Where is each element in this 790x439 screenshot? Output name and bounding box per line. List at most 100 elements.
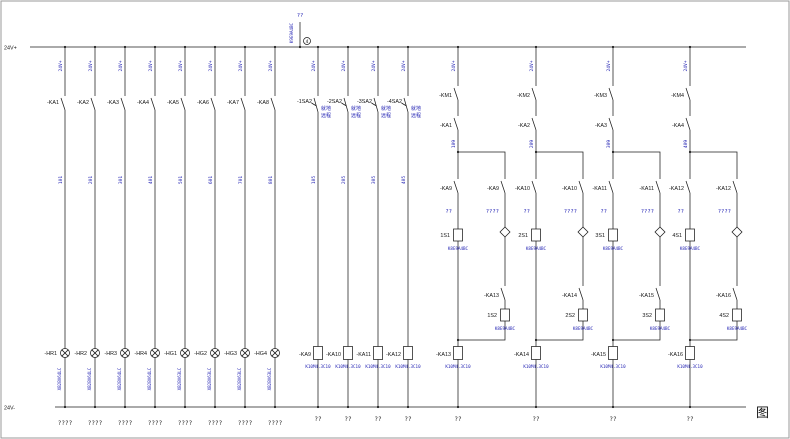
- ka-contact-label: -KA2: [518, 123, 530, 129]
- lamp-label: -HR3: [104, 351, 117, 357]
- coil-code: K10M4.3C10: [335, 364, 361, 369]
- wire-number: 205: [341, 176, 347, 185]
- branch-b-contact-label: -KA11: [639, 186, 654, 192]
- bottom-rail-label: 24V-: [4, 406, 15, 412]
- lamp-column-5: 24V+ -KA5 501 -HG1 XB2BV63LC ????: [164, 47, 193, 427]
- relay-coil-symbol: [373, 346, 383, 360]
- wire-tag-top: 24V+: [58, 60, 64, 71]
- coil-label: -KA16: [668, 352, 683, 358]
- wiring-path: [210, 47, 219, 407]
- mode-local-label: 就地: [351, 105, 361, 112]
- selector-switch-label: -3SA2: [357, 99, 372, 105]
- main-branch-path: [453, 47, 459, 407]
- wire-number: 701: [238, 176, 244, 185]
- solenoid-a-code: K8E9A4BC: [448, 246, 469, 251]
- top-feeder: ?? K9E9A4BC 4: [289, 13, 311, 47]
- wire-number: 305: [371, 176, 377, 185]
- branch-a-note: ??: [523, 209, 530, 215]
- wire-number: 409: [683, 140, 689, 149]
- coil-label: -KA14: [514, 352, 529, 358]
- valve-symbol: [731, 226, 743, 238]
- solenoid-b-code: K8E9A4BC: [727, 326, 748, 331]
- caption: ??: [314, 416, 322, 423]
- contact-label: -KA5: [167, 100, 179, 106]
- lamp-column-1: 24V+ -KA1 101 -HR1 XB2BV64LC ????: [44, 47, 73, 427]
- lamp-icon: [120, 348, 130, 358]
- solenoid-b-symbol: [732, 308, 742, 322]
- branch-a-contact-label: -KA10: [515, 186, 530, 192]
- solenoid-b-symbol: [655, 308, 665, 322]
- solenoid-b-code: K8E9A4BC: [495, 326, 516, 331]
- coil-code: K10M4.3C10: [600, 364, 626, 369]
- km-contact-label: -KM3: [594, 93, 607, 99]
- wire-number: 201: [88, 176, 94, 185]
- branch-a-note: ??: [445, 209, 452, 215]
- coil-label: -KA13: [436, 352, 451, 358]
- lamp-code: XB2BV64LC: [117, 367, 122, 390]
- contact-label: -KA4: [137, 100, 149, 106]
- lower-contact-label: -KA13: [484, 293, 499, 299]
- main-branch-path: [608, 47, 614, 407]
- parallel-branch-path: [536, 151, 584, 341]
- wire-number: 209: [529, 140, 535, 149]
- lamp-column-4: 24V+ -KA4 401 -HR4 XB2BV64LC ????: [134, 47, 163, 427]
- solenoid-b-label: 4S2: [719, 313, 729, 319]
- wire-tag-top: 24V+: [311, 60, 317, 71]
- solenoid-a-code: K8E9A4BC: [603, 246, 624, 251]
- coil-label: -KA9: [299, 352, 311, 358]
- lamp-code: XB2BV63LC: [207, 367, 212, 390]
- parallel-branch-path: [690, 151, 738, 341]
- wire-number: 601: [208, 176, 214, 185]
- wire-tag-top: 24V+: [148, 60, 154, 71]
- wire-number: 501: [178, 176, 184, 185]
- contact-label: -KA2: [77, 100, 89, 106]
- solenoid-b-symbol: [578, 308, 588, 322]
- wire-number: 101: [58, 176, 64, 185]
- branch-b-note: ????: [486, 209, 499, 215]
- wire-tag-top: 24V+: [341, 60, 347, 71]
- km-contact-label: -KM2: [517, 93, 530, 99]
- caption: ??: [344, 416, 352, 423]
- relay-coil-symbol: [403, 346, 413, 360]
- mode-local-label: 就地: [321, 105, 331, 112]
- branch-a-contact-label: -KA11: [592, 186, 607, 192]
- lamp-icon: [270, 348, 280, 358]
- relay-coil-symbol: [453, 346, 463, 360]
- wiring-path: [270, 47, 279, 407]
- wire-tag-top: 24V+: [208, 60, 214, 71]
- lamp-icon: [210, 348, 220, 358]
- solenoid-b-symbol: [500, 308, 510, 322]
- feeder-marker-circle: [303, 37, 311, 45]
- coil-label: -KA15: [591, 352, 606, 358]
- lamp-label: -HR4: [134, 351, 147, 357]
- wire-number: 801: [268, 176, 274, 185]
- solenoid-a-label: 3S1: [595, 233, 605, 239]
- coil-code: K10M4.3C10: [445, 364, 471, 369]
- lower-contact-label: -KA14: [562, 293, 577, 299]
- branch-a-contact-label: -KA12: [669, 186, 684, 192]
- lamp-code: XB2BV64LC: [147, 367, 152, 390]
- coil-label: -KA11: [356, 352, 371, 358]
- wire-tag-top: 24V+: [371, 60, 377, 71]
- wiring-path: [90, 47, 99, 407]
- solenoid-b-code: K8E9A4BC: [650, 326, 671, 331]
- wire-number: 105: [311, 176, 317, 185]
- wire-tag-top: 24V+: [238, 60, 244, 71]
- mode-remote-label: 远程: [351, 112, 361, 119]
- relay-coil-symbol: [343, 346, 353, 360]
- solenoid-a-symbol: [453, 228, 463, 242]
- selector-column-2: 24V+ -2SA2 就地 远程 205 -KA10 K10M4.3C10 ??: [326, 47, 361, 423]
- wire-tag-top: 24V+: [683, 60, 689, 71]
- lamp-icon: [180, 348, 190, 358]
- wire-number: 301: [118, 176, 124, 185]
- caption: ??: [609, 416, 617, 423]
- lamp-column-7: 24V+ -KA7 701 -HG3 XB2BV63LC ????: [224, 47, 253, 427]
- contact-label: -KA8: [257, 100, 269, 106]
- lamp-code: XB2BV64LC: [57, 367, 62, 390]
- wire-tag-top: 24V+: [118, 60, 124, 71]
- km-contact-label: -KM1: [439, 93, 452, 99]
- ka-contact-label: -KA4: [672, 123, 684, 129]
